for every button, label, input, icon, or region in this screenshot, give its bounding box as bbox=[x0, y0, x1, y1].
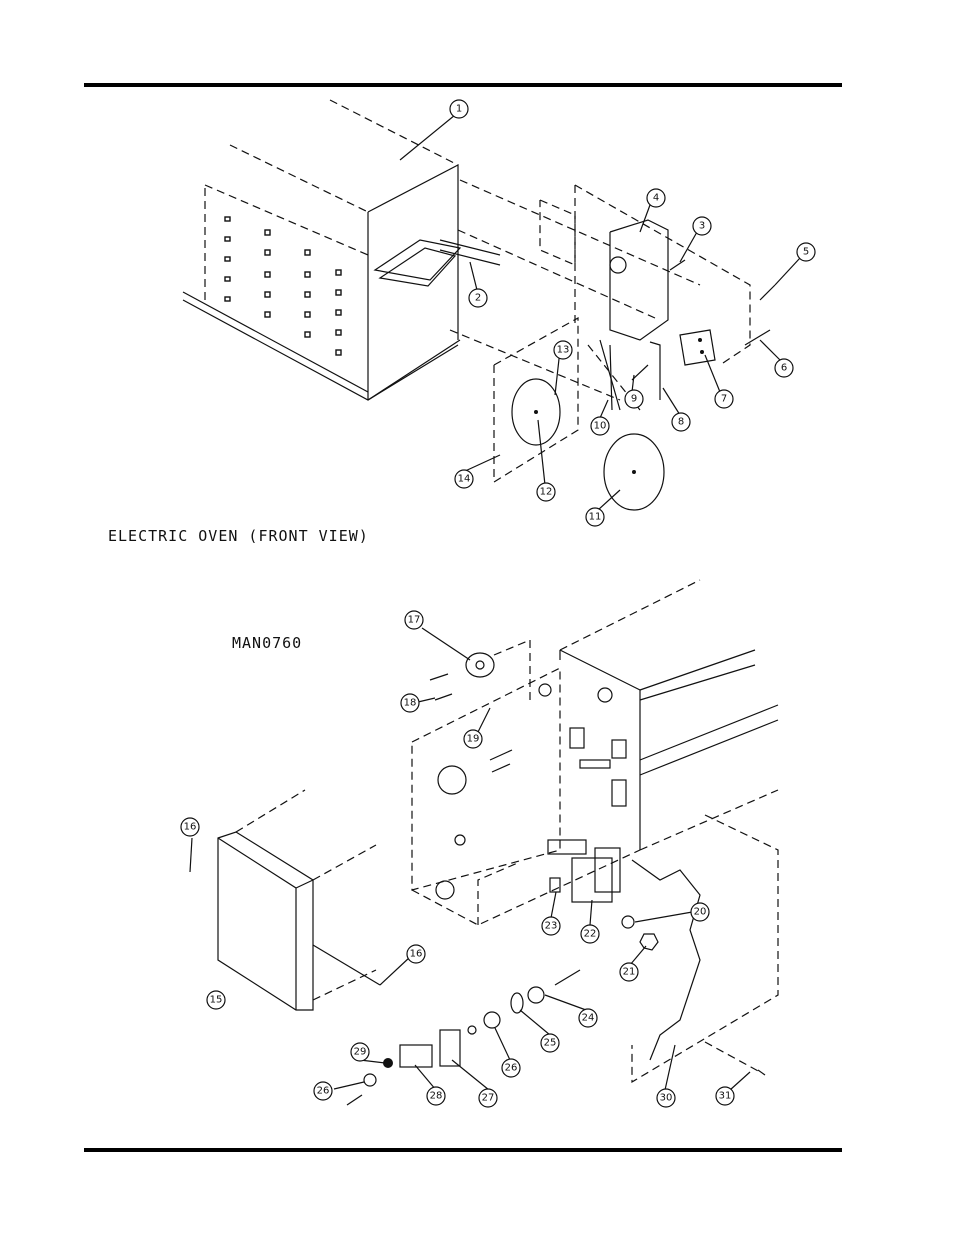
callout-16-left: 16 bbox=[180, 817, 200, 837]
callout-26-mid: 26 bbox=[501, 1058, 521, 1078]
screw-3 bbox=[669, 259, 686, 271]
callout-13: 13 bbox=[553, 340, 573, 360]
svg-text:19: 19 bbox=[467, 734, 480, 745]
svg-text:12: 12 bbox=[540, 487, 553, 498]
svg-text:24: 24 bbox=[582, 1013, 595, 1024]
heating-element bbox=[373, 239, 501, 287]
convection-assembly-lines bbox=[449, 179, 701, 401]
callout-14: 14 bbox=[454, 469, 474, 489]
element-bracket-7 bbox=[679, 329, 716, 366]
svg-text:17: 17 bbox=[408, 615, 421, 626]
svg-text:9: 9 bbox=[631, 394, 637, 405]
callout-2: 2 bbox=[468, 288, 488, 308]
svg-text:29: 29 bbox=[354, 1047, 367, 1058]
svg-text:10: 10 bbox=[594, 421, 607, 432]
screw-9 bbox=[631, 364, 649, 381]
top-rule bbox=[84, 83, 842, 87]
callout-22: 22 bbox=[580, 924, 600, 944]
svg-text:25: 25 bbox=[544, 1038, 557, 1049]
svg-text:16: 16 bbox=[410, 949, 423, 960]
callout-30: 30 bbox=[656, 1088, 676, 1108]
svg-text:2: 2 bbox=[475, 293, 481, 304]
callout-17: 17 bbox=[404, 610, 424, 630]
svg-text:31: 31 bbox=[719, 1091, 732, 1102]
back-panel-14 bbox=[493, 316, 579, 484]
bracket-23 bbox=[547, 839, 587, 893]
svg-text:3: 3 bbox=[699, 221, 705, 232]
svg-text:7: 7 bbox=[721, 394, 727, 405]
svg-text:21: 21 bbox=[623, 967, 636, 978]
callout-20: 20 bbox=[690, 902, 710, 922]
svg-text:27: 27 bbox=[482, 1093, 495, 1104]
callout-10: 10 bbox=[590, 416, 610, 436]
callout-7: 7 bbox=[714, 389, 734, 409]
callout-24: 24 bbox=[578, 1008, 598, 1028]
screw-6 bbox=[744, 329, 771, 346]
model-code-label: MAN0760 bbox=[232, 634, 303, 652]
callout-29: 29 bbox=[350, 1042, 370, 1062]
callout-26-left: 26 bbox=[313, 1081, 333, 1101]
callout-9: 9 bbox=[624, 389, 644, 409]
callout-27: 27 bbox=[478, 1088, 498, 1108]
callout-16-right: 16 bbox=[406, 944, 426, 964]
cavity-vent-holes bbox=[224, 216, 342, 356]
knob-assembly bbox=[346, 969, 581, 1106]
screw-5 bbox=[759, 284, 776, 301]
callout-31: 31 bbox=[715, 1086, 735, 1106]
svg-text:1: 1 bbox=[456, 104, 462, 115]
callout-4: 4 bbox=[646, 188, 666, 208]
fan-blade-12 bbox=[511, 378, 561, 446]
leader-lines-bottom bbox=[189, 627, 766, 1091]
svg-text:5: 5 bbox=[803, 247, 809, 258]
svg-text:16: 16 bbox=[184, 822, 197, 833]
svg-text:6: 6 bbox=[781, 363, 787, 374]
part-8 bbox=[649, 341, 661, 400]
svg-text:30: 30 bbox=[660, 1093, 673, 1104]
svg-text:18: 18 bbox=[404, 698, 417, 709]
svg-text:20: 20 bbox=[694, 907, 707, 918]
callout-11: 11 bbox=[585, 507, 605, 527]
svg-text:23: 23 bbox=[545, 921, 558, 932]
relay-22 bbox=[571, 847, 621, 903]
bottom-rule bbox=[84, 1148, 842, 1152]
callout-18: 18 bbox=[400, 693, 420, 713]
svg-text:8: 8 bbox=[678, 417, 684, 428]
svg-text:22: 22 bbox=[584, 929, 597, 940]
callout-21: 21 bbox=[619, 962, 639, 982]
callout-28: 28 bbox=[426, 1086, 446, 1106]
callout-25: 25 bbox=[540, 1033, 560, 1053]
thermostat-17 bbox=[465, 639, 531, 705]
leader-lines-top bbox=[399, 114, 801, 511]
oven-cavity bbox=[182, 99, 461, 401]
callout-6: 6 bbox=[774, 358, 794, 378]
callout-23: 23 bbox=[541, 916, 561, 936]
control-panel-bracket bbox=[411, 667, 641, 926]
svg-text:15: 15 bbox=[210, 995, 223, 1006]
control-box-housing bbox=[559, 579, 779, 851]
fan-shroud bbox=[574, 184, 751, 411]
svg-text:4: 4 bbox=[653, 193, 659, 204]
callout-15: 15 bbox=[206, 990, 226, 1010]
svg-text:28: 28 bbox=[430, 1091, 443, 1102]
svg-text:13: 13 bbox=[557, 345, 570, 356]
svg-text:14: 14 bbox=[458, 474, 471, 485]
switch-cluster bbox=[489, 727, 627, 807]
callout-5: 5 bbox=[796, 242, 816, 262]
callout-1: 1 bbox=[449, 99, 469, 119]
callout-12: 12 bbox=[536, 482, 556, 502]
screws-18 bbox=[429, 673, 453, 701]
access-panel-30 bbox=[631, 814, 779, 1084]
svg-text:11: 11 bbox=[589, 512, 602, 523]
fan-blade-11 bbox=[603, 433, 665, 511]
callout-3: 3 bbox=[692, 216, 712, 236]
nut-20-21 bbox=[621, 915, 659, 951]
cover-15 bbox=[217, 789, 377, 1011]
callout-19: 19 bbox=[463, 729, 483, 749]
svg-text:26: 26 bbox=[505, 1063, 518, 1074]
svg-text:26: 26 bbox=[317, 1086, 330, 1097]
front-view-caption: ELECTRIC OVEN (FRONT VIEW) bbox=[108, 527, 369, 545]
callout-8: 8 bbox=[671, 412, 691, 432]
